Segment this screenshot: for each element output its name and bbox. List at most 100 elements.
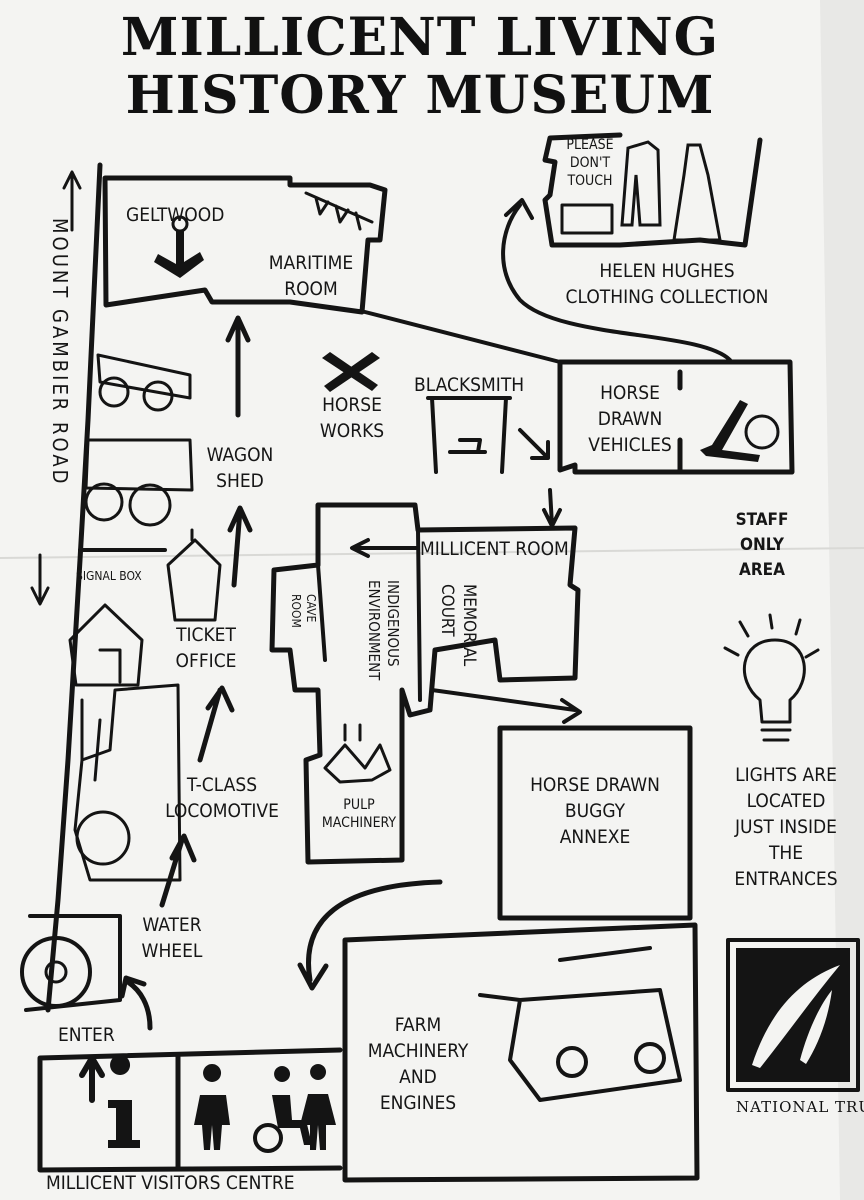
label-line: INDIGENOUS (384, 580, 402, 667)
hut-icon (68, 603, 144, 687)
maritime-room-outline (102, 175, 388, 315)
indigenous-environment-label: INDIGENOUS ENVIRONMENT (364, 580, 402, 680)
person-icon-2 (300, 1064, 336, 1150)
label-line: JUST INSIDE (735, 816, 837, 838)
label-line: LOCATED (746, 790, 826, 812)
label-line: ENGINES (379, 1092, 457, 1114)
label-line: ONLY (740, 535, 784, 555)
wagon-shed-arrow-1 (225, 315, 251, 418)
light-bulb-icon (723, 613, 820, 742)
farm-machinery-label: FARM MACHINERY AND ENGINES (354, 1012, 482, 1116)
memorial-to-annexe-arrow (430, 688, 582, 724)
cave-room-divider (316, 563, 327, 662)
label-line: THE (768, 842, 804, 864)
suit-icon (620, 140, 662, 227)
pulp-machinery-label: PULP MACHINERY (312, 796, 406, 832)
wheelchair-wheel (253, 1123, 283, 1153)
label-line: OFFICE (175, 650, 237, 672)
label-line: SHED (216, 470, 264, 492)
road-arrow-south (30, 553, 50, 606)
wagon-shed-label: WAGON SHED (198, 442, 282, 494)
paper-fold (0, 547, 864, 559)
label-line: PULP (343, 797, 375, 813)
label-line: WATER (142, 914, 202, 936)
label-line: MARITIME (268, 252, 354, 274)
person-icon (194, 1064, 230, 1150)
geltwood-label: GELTWOOD (126, 204, 225, 226)
wagon-wheel (98, 376, 130, 408)
label-line: WHEEL (141, 940, 203, 962)
lights-note-label: LIGHTS ARE LOCATED JUST INSIDE THE ENTRA… (716, 762, 856, 892)
road-arrow-north (62, 170, 82, 232)
locomotive-wheel (75, 810, 131, 866)
blacksmith-arrow (518, 428, 550, 460)
national-trust-logo-frame (726, 938, 860, 1092)
path-line (363, 310, 562, 364)
signal-box-icon (166, 528, 222, 622)
maritime-room-label: MARITIME ROOM (266, 250, 356, 302)
label-line: COURT (437, 584, 457, 637)
label-line: MACHINERY (321, 815, 397, 831)
engine-wheel (556, 1046, 588, 1078)
blacksmith-label: BLACKSMITH (414, 374, 525, 396)
horse-works-label: HORSE WORKS (314, 392, 390, 444)
label-line: HORSE (600, 382, 660, 404)
national-trust-leaf-icon (752, 965, 840, 1068)
label-line: DRAWN (597, 408, 663, 430)
ticket-office-label: TICKET OFFICE (166, 622, 246, 674)
wagon-icon-1 (96, 353, 192, 400)
label-line: ROOM (284, 278, 338, 300)
water-wheel-arrow (159, 833, 197, 908)
vehicles-outline (557, 359, 795, 475)
label-line: ENVIRONMENT (365, 580, 383, 681)
water-wheel-label: WATER WHEEL (132, 912, 212, 964)
label-line: ENTRANCES (734, 868, 838, 890)
label-line: LOCOMOTIVE (165, 800, 279, 822)
horse-drawn-vehicles-label: HORSE DRAWN VEHICLES (582, 380, 678, 458)
dress-icon (672, 143, 722, 242)
label-line: CLOTHING COLLECTION (565, 286, 769, 308)
label-line: T-CLASS (186, 774, 258, 796)
wheelchair-icon (272, 1066, 312, 1145)
label-line: MACHINERY (367, 1040, 469, 1062)
wheelbarrow-icon (700, 400, 760, 462)
t-class-locomotive-label: T-CLASS LOCOMOTIVE (152, 772, 292, 824)
wagon-wheel (128, 483, 172, 527)
farm-engine-icon (478, 946, 682, 1102)
map-title-line2: HISTORY MUSEUM (125, 65, 715, 126)
label-line: CAVE (304, 594, 318, 623)
wagon-icon-2 (84, 438, 194, 492)
info-icon (108, 1055, 140, 1148)
anchor-icon (154, 230, 204, 278)
millicent-room-outline (269, 502, 581, 865)
to-farm-arrow (297, 879, 443, 991)
label-line: WAGON (206, 444, 274, 466)
visitors-centre-outline (37, 1047, 343, 1173)
road-label: MOUNT GAMBIER ROAD (48, 218, 72, 487)
clothing-collection-outline (542, 132, 763, 248)
label-line: AND (399, 1066, 437, 1088)
label-line: HORSE DRAWN (530, 774, 660, 796)
pulp-machine-icon (323, 723, 392, 784)
buggy-annexe-outline (497, 725, 693, 921)
anvil-icon (426, 396, 512, 474)
label-line: FARM (394, 1014, 442, 1036)
millicent-room-arrow (350, 538, 420, 558)
memorial-court-label: MEMORIAL COURT (436, 584, 480, 666)
engine-wheel (634, 1042, 666, 1074)
buggy-annexe-label: HORSE DRAWN BUGGY ANNEXE (510, 772, 680, 850)
label-line: ANNEXE (559, 826, 631, 848)
vehicles-to-millicent-arrow (542, 488, 562, 528)
water-wheel-hub (44, 960, 68, 984)
label-line: LIGHTS ARE (735, 764, 837, 786)
visitors-centre-label: MILLICENT VISITORS CENTRE (46, 1172, 295, 1194)
water-wheel-frame (24, 914, 122, 1012)
label-line: WORKS (319, 420, 385, 442)
label-line: DON'T (569, 155, 611, 171)
indigenous-divider (416, 528, 422, 702)
label-line: VEHICLES (588, 434, 672, 456)
signal-box-label: SIGNAL BOX (76, 569, 142, 583)
label-line: HELEN HUGHES (599, 260, 735, 282)
helen-to-vehicles-arrow (501, 198, 732, 362)
label-line: ROOM (289, 594, 303, 628)
